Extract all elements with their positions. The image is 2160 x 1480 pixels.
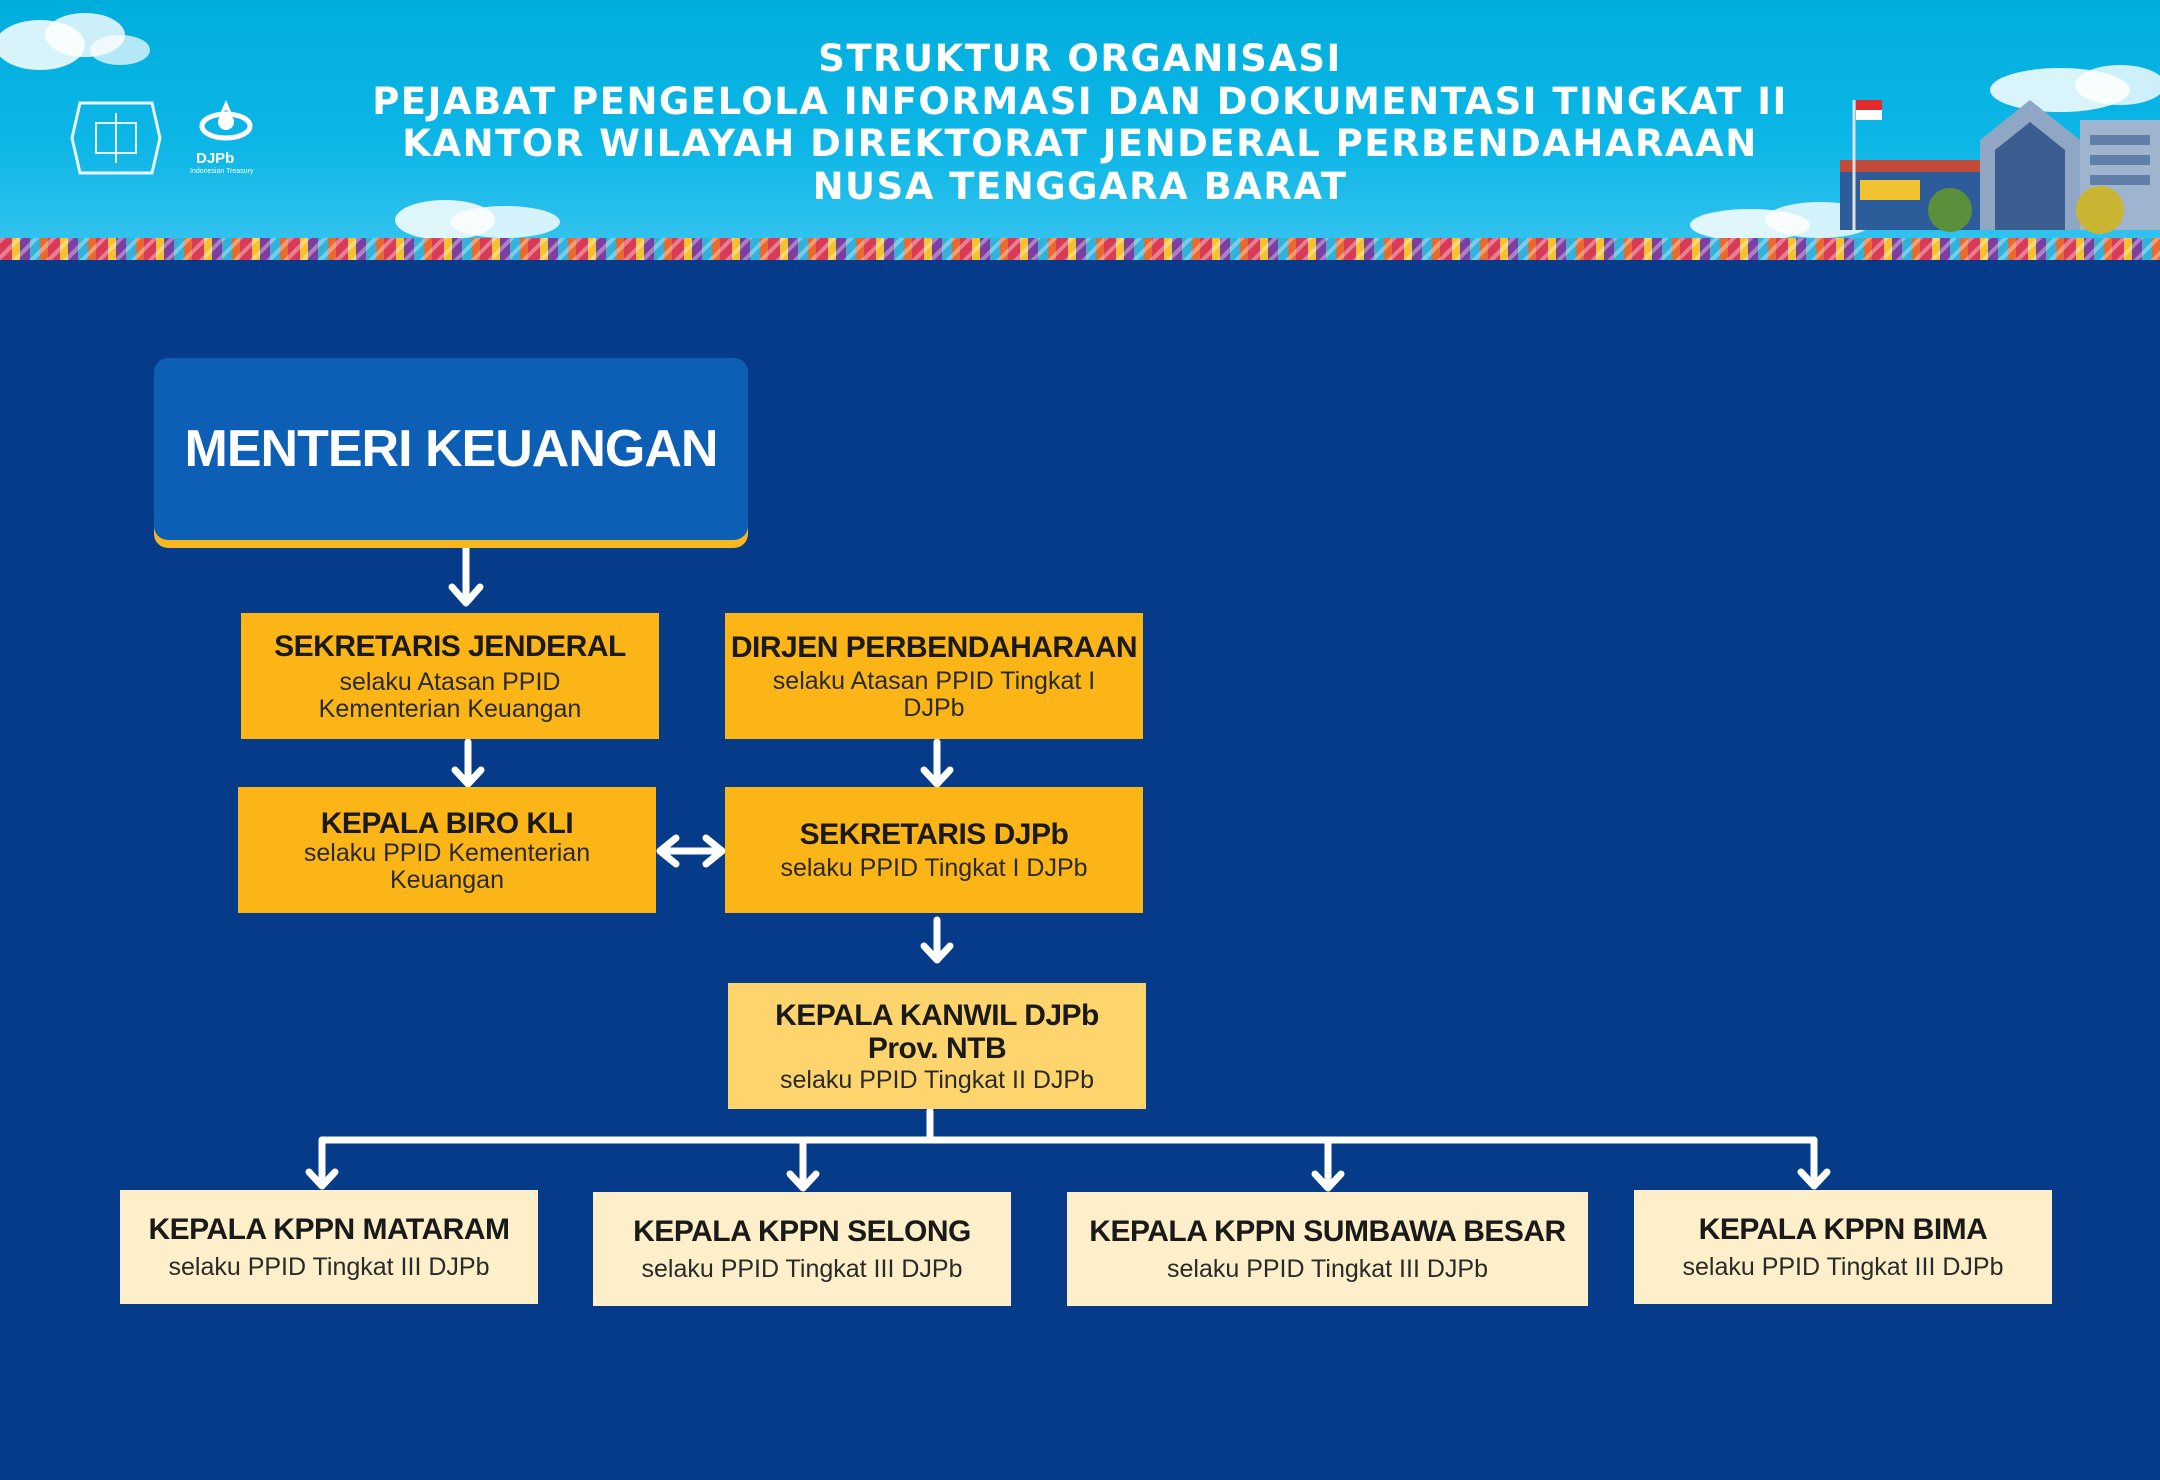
node-menteri-keuangan: MENTERI KEUANGAN [154,358,748,540]
node-title: MENTERI KEUANGAN [184,420,719,478]
djpb-logo-text: DJPb [196,150,235,167]
node-kepala-biro-kli: KEPALA BIRO KLI selaku PPID Kementerian … [238,787,656,913]
node-kppn-mataram: KEPALA KPPN MATARAM selaku PPID Tingkat … [120,1190,538,1304]
arrowhead-icon [656,834,680,868]
arrowhead-icon [305,1168,339,1190]
djpb-logo-subtext: Indonesian Treasury [190,168,254,175]
decorative-border [0,238,2160,260]
node-subtitle: selaku PPID Tingkat III DJPb [1682,1253,2004,1281]
title-line-2: PEJABAT PENGELOLA INFORMASI DAN DOKUMENT… [372,79,1788,123]
node-dirjen-perbendaharaan: DIRJEN PERBENDAHARAAN selaku Atasan PPID… [725,613,1143,739]
node-sekretaris-djpb: SEKRETARIS DJPb selaku PPID Tingkat I DJ… [725,787,1143,913]
node-title: KEPALA KANWIL DJPb [775,998,1099,1032]
node-title: SEKRETARIS DJPb [799,818,1069,851]
header-banner: DJPb Indonesian Treasury STRUKTUR ORGANI… [0,0,2160,238]
node-kepala-kanwil-djpb: KEPALA KANWIL DJPb Prov. NTB selaku PPID… [728,983,1146,1109]
title-line-4: NUSA TENGGARA BARAT [812,164,1348,208]
page-title: STRUKTUR ORGANISASI PEJABAT PENGELOLA IN… [0,37,2160,208]
node-subtitle: selaku PPID Kementerian [303,838,591,867]
node-subtitle: Kementerian Keuangan [318,694,582,723]
node-subtitle: selaku PPID Tingkat III DJPb [641,1255,963,1283]
arrowhead-icon [1797,1168,1831,1190]
node-title: DIRJEN PERBENDAHARAAN [730,630,1138,664]
node-subtitle: Keuangan [389,865,504,894]
node-title: KEPALA KPPN SELONG [633,1215,971,1248]
node-subtitle: DJPb [903,693,965,722]
djpb-logo-icon [199,100,253,141]
node-subtitle: selaku PPID Tingkat I DJPb [780,854,1088,882]
cloud-decoration [0,13,150,70]
arrowhead-icon [1311,1170,1345,1192]
kemenkeu-logo [70,101,162,175]
title-line-1: STRUKTUR ORGANISASI [818,37,1342,80]
node-sekretaris-jenderal: SEKRETARIS JENDERAL selaku Atasan PPID K… [241,613,659,739]
node-kppn-sumbawa-besar: KEPALA KPPN SUMBAWA BESAR selaku PPID Ti… [1067,1192,1588,1306]
node-kppn-bima: KEPALA KPPN BIMA selaku PPID Tingkat III… [1634,1190,2052,1304]
arrowhead-icon [920,942,954,964]
node-subtitle: selaku Atasan PPID Tingkat I [772,666,1096,695]
node-title-line-2: Prov. NTB [867,1031,1007,1065]
node-subtitle: selaku PPID Tingkat III DJPb [1167,1255,1488,1283]
arrowhead-icon [448,583,484,607]
node-title: SEKRETARIS JENDERAL [274,629,626,663]
node-subtitle: selaku PPID Tingkat II DJPb [779,1065,1095,1094]
cloud-decoration [395,200,560,238]
cloud-decoration [1990,65,2160,112]
node-title: KEPALA KPPN MATARAM [148,1213,510,1246]
node-title: KEPALA KPPN BIMA [1698,1213,1988,1246]
node-subtitle: selaku Atasan PPID [339,667,561,696]
arrowhead-icon [702,834,726,868]
arrowhead-icon [451,766,485,788]
node-title: KEPALA BIRO KLI [320,806,574,840]
title-line-3: KANTOR WILAYAH DIREKTORAT JENDERAL PERBE… [402,122,1758,165]
office-building-illustration [1840,100,2160,234]
node-kppn-selong: KEPALA KPPN SELONG selaku PPID Tingkat I… [593,1192,1011,1306]
node-subtitle: selaku PPID Tingkat III DJPb [168,1253,490,1281]
node-title: KEPALA KPPN SUMBAWA BESAR [1089,1215,1566,1248]
arrowhead-icon [786,1170,820,1192]
arrowhead-icon [920,766,954,788]
